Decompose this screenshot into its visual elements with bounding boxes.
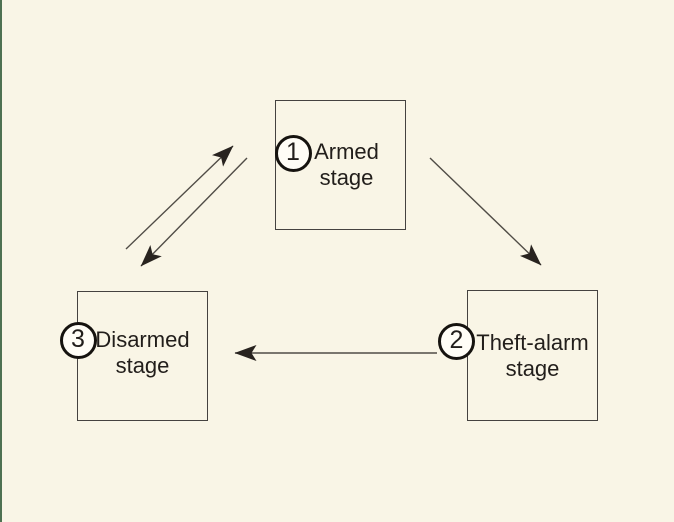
left-edge-accent-line xyxy=(0,0,2,522)
disarmed-stage-node: 3 Disarmed stage xyxy=(59,291,208,421)
disarmed-stage-label: Disarmed stage xyxy=(95,327,189,379)
theft-alarm-stage-node: 2 Theft-alarm stage xyxy=(438,290,598,421)
armed-stage-label-line1: Armed xyxy=(314,139,379,164)
disarmed-stage-label-line1: Disarmed xyxy=(95,327,190,352)
arrow-disarmed-to-armed xyxy=(125,145,234,250)
arrow-armed-to-disarmed xyxy=(140,157,248,267)
theft-alarm-stage-label: Theft-alarm stage xyxy=(476,330,588,382)
stage-number-badge-2: 2 xyxy=(438,322,475,360)
stage-number-1: 1 xyxy=(286,137,300,166)
armed-stage-node: 1 Armed stage xyxy=(274,100,406,230)
theft-alarm-stage-label-line1: Theft-alarm xyxy=(476,329,589,355)
theft-alarm-stage-label-line2: stage xyxy=(505,355,560,381)
armed-stage-label: Armed stage xyxy=(302,139,379,191)
stage-number-3: 3 xyxy=(71,324,85,353)
disarmed-stage-label-line2: stage xyxy=(115,353,170,378)
stage-number-badge-3: 3 xyxy=(59,321,97,359)
stage-number-2: 2 xyxy=(449,325,464,354)
stage-number-badge-1: 1 xyxy=(274,134,312,172)
arrow-armed-to-theft-alarm xyxy=(429,157,542,266)
armed-stage-label-line2: stage xyxy=(319,165,374,190)
